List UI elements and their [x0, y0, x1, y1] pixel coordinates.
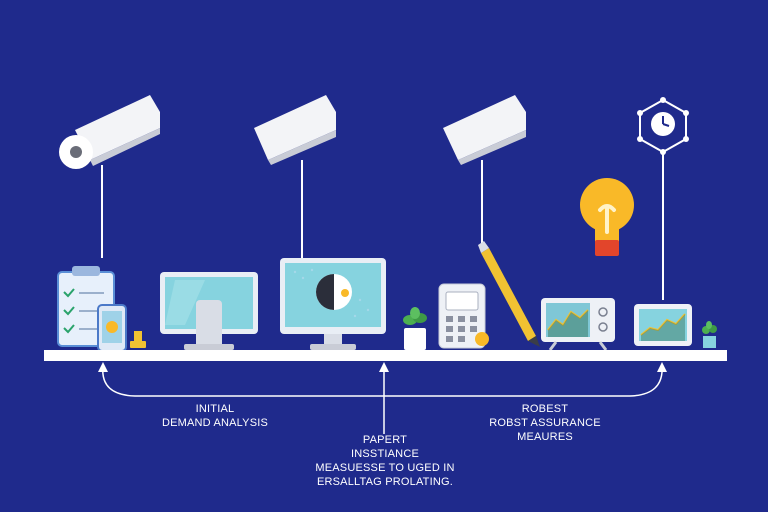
pencil-icon — [478, 241, 540, 347]
shelf — [44, 350, 727, 361]
label-line: INITIAL — [195, 403, 235, 415]
flow-arrows — [102, 365, 663, 434]
label-line: PAPERT — [362, 434, 408, 446]
monitor-icon — [280, 258, 386, 350]
label-line: INSSTIANCE — [350, 448, 419, 460]
monitor-icon — [160, 272, 258, 350]
center-step-label: PAPERT INSSTIANCE MEASUESSE TO UGED IN E… — [300, 433, 470, 489]
smartphone-icon — [97, 304, 127, 352]
calculator-icon — [438, 283, 489, 349]
label-line: DEMAND ANALYSIS — [161, 417, 269, 429]
security-camera-icon — [59, 95, 160, 169]
pie-chart-icon — [316, 274, 352, 310]
plant-icon — [403, 307, 427, 350]
security-camera-icon — [254, 95, 336, 165]
stamp-icon — [130, 331, 146, 348]
label-line: MEASUESSE TO UGED IN — [315, 462, 455, 474]
security-camera-icon — [443, 95, 526, 165]
label-line: ROBST ASSURANCE — [489, 417, 601, 429]
camera-cables — [101, 152, 664, 300]
clock-network-icon — [637, 97, 689, 155]
label-line: MEAURES — [517, 431, 573, 443]
label-line: ERSALLTAG PROLATING. — [316, 476, 454, 488]
plant-icon — [702, 321, 717, 348]
label-line: ROBEST — [521, 403, 569, 415]
initial-demand-analysis-label: INITIAL DEMAND ANALYSIS — [150, 402, 280, 430]
tablet-chart-icon — [634, 304, 692, 346]
arrow-heads — [98, 362, 667, 372]
chart-device-icon — [541, 298, 615, 351]
robust-assurance-label: ROBEST ROBST ASSURANCE MEAURES — [470, 402, 620, 444]
lightbulb-icon — [580, 178, 634, 256]
